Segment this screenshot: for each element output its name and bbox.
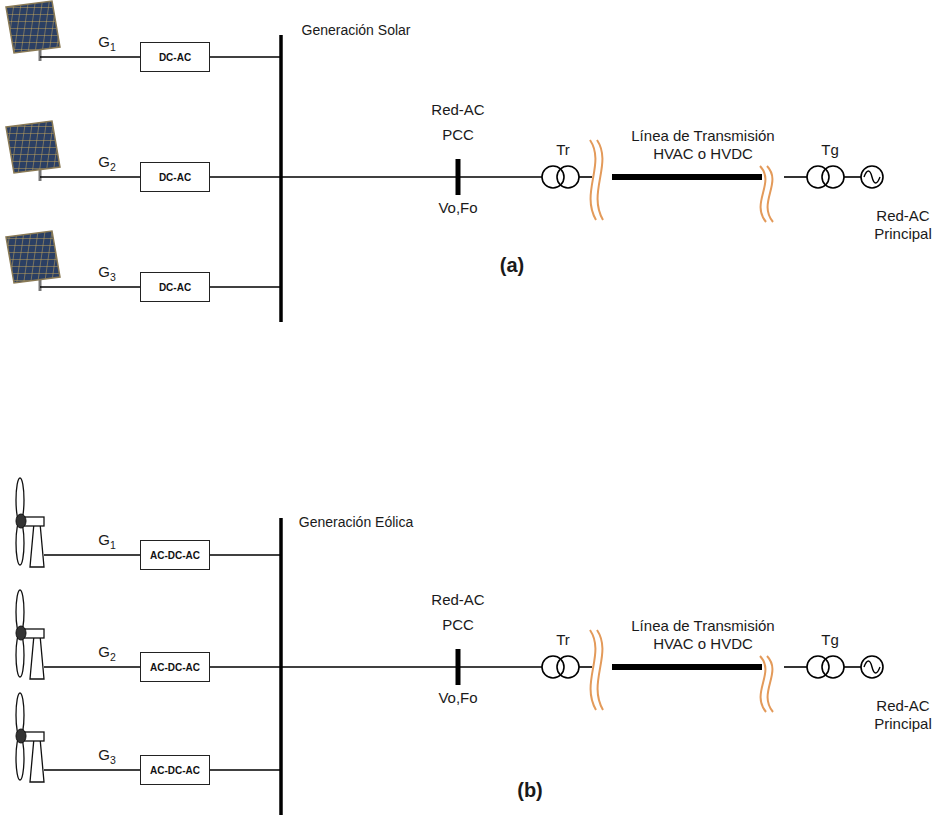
converter-wire	[210, 769, 281, 771]
line-break-symbol	[767, 656, 773, 712]
diagram-label: Vo,Fo	[438, 689, 477, 707]
line-break-symbol	[767, 166, 773, 222]
pcc-bar	[456, 649, 461, 685]
ac-source-symbol	[861, 656, 883, 678]
converter-wire	[210, 666, 281, 668]
transformer-symbol	[557, 166, 579, 188]
converter-box: DC-AC	[140, 42, 210, 72]
line-break-symbol	[760, 656, 766, 712]
feeder-wire	[44, 769, 140, 771]
generator-label: G1	[98, 531, 116, 552]
diagram-label: Línea de Transmisión HVAC o HVDC	[614, 617, 792, 653]
converter-box: DC-AC	[140, 162, 210, 192]
sine-symbol	[864, 661, 880, 673]
ac-line	[281, 666, 542, 668]
sine-symbol	[864, 171, 880, 183]
line-break-symbol	[590, 630, 596, 710]
generator-label: G2	[98, 153, 116, 174]
ac-line	[844, 666, 861, 668]
diagram-label: Generación Eólica	[299, 514, 413, 531]
diagram-label: Tr	[556, 141, 570, 159]
generator-label: G3	[98, 746, 116, 767]
converter-label: DC-AC	[159, 282, 191, 293]
converter-label: AC-DC-AC	[150, 765, 200, 776]
feeder-wire	[40, 56, 140, 58]
solar-panel	[6, 1, 60, 61]
wind-turbine	[16, 693, 44, 782]
converter-wire	[210, 554, 281, 556]
feeder-wire	[44, 666, 140, 668]
transmission-line	[612, 174, 762, 180]
converter-box: AC-DC-AC	[140, 652, 210, 682]
ac-line	[784, 176, 807, 178]
feeder-wire	[44, 554, 140, 556]
line-break-symbol	[760, 166, 766, 222]
converter-box: AC-DC-AC	[140, 540, 210, 570]
ac-line	[281, 176, 542, 178]
line-break-symbol	[590, 140, 596, 220]
converter-label: DC-AC	[159, 172, 191, 183]
pcc-bar	[456, 159, 461, 195]
ac-line	[844, 176, 861, 178]
diagram-label: Red-AC Principal	[867, 207, 939, 243]
diagram-label: Tg	[821, 631, 839, 649]
generator-label: G3	[98, 263, 116, 284]
wind-turbine	[16, 590, 44, 679]
diagram-label: Red-AC	[431, 101, 484, 119]
transformer-symbol	[557, 656, 579, 678]
diagram-label: Línea de Transmisión HVAC o HVDC	[614, 127, 792, 163]
ac-line	[579, 666, 592, 668]
converter-label: AC-DC-AC	[150, 550, 200, 561]
line-break-symbol	[597, 140, 603, 220]
converter-label: DC-AC	[159, 52, 191, 63]
converter-box: DC-AC	[140, 272, 210, 302]
ac-line	[784, 666, 807, 668]
diagram-label: Vo,Fo	[438, 199, 477, 217]
diagram-label: Red-AC	[431, 591, 484, 609]
diagram-label: PCC	[442, 126, 474, 144]
wind-turbine	[16, 478, 44, 567]
feeder-wire	[40, 176, 140, 178]
generator-label: G1	[98, 33, 116, 54]
ac-source-symbol	[861, 166, 883, 188]
converter-wire	[210, 176, 281, 178]
solar-panel	[6, 231, 60, 291]
diagram-label: Red-AC Principal	[867, 697, 939, 733]
converter-wire	[210, 56, 281, 58]
transformer-symbol	[822, 656, 844, 678]
transmission-line	[612, 664, 762, 670]
solar-panel	[6, 121, 60, 181]
converter-wire	[210, 286, 281, 288]
generator-label: G2	[98, 643, 116, 664]
diagram-label: (b)	[517, 778, 543, 802]
diagram-label: Generación Solar	[302, 22, 411, 39]
converter-box: AC-DC-AC	[140, 755, 210, 785]
diagram-label: PCC	[442, 616, 474, 634]
diagram-label: (a)	[500, 253, 524, 277]
feeder-wire	[40, 286, 140, 288]
diagram-label: Tr	[556, 631, 570, 649]
diagram-label: Tg	[821, 141, 839, 159]
transformer-symbol	[822, 166, 844, 188]
line-break-symbol	[597, 630, 603, 710]
collector-bus	[279, 35, 283, 322]
converter-label: AC-DC-AC	[150, 662, 200, 673]
ac-line	[579, 176, 592, 178]
